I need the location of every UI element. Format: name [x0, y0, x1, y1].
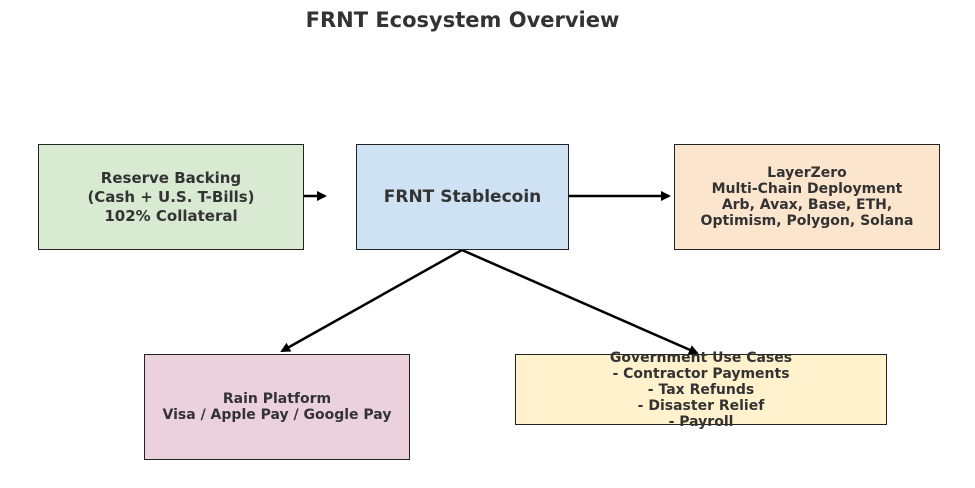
node-reserve-backing: Reserve Backing (Cash + U.S. T-Bills) 10…: [38, 144, 304, 250]
node-reserve-line-3: 102% Collateral: [104, 206, 238, 225]
node-rain-platform: Rain Platform Visa / Apple Pay / Google …: [144, 354, 410, 460]
node-government-line-4: - Disaster Relief: [637, 397, 765, 414]
node-government-use-cases: Government Use Cases - Contractor Paymen…: [515, 350, 887, 430]
node-frnt-stablecoin: FRNT Stablecoin: [356, 144, 569, 250]
node-layerzero-line-4: Optimism, Polygon, Solana: [700, 213, 914, 229]
edge-stablecoin-to-rain: [280, 248, 463, 353]
node-layerzero-line-3: Arb, Avax, Base, ETH,: [721, 197, 893, 213]
edge-stablecoin-to-government: [461, 248, 699, 355]
node-government-line-2: - Contractor Payments: [612, 365, 790, 382]
node-reserve-line-1: Reserve Backing: [100, 168, 242, 187]
node-rain-line-1: Rain Platform: [222, 391, 332, 407]
node-reserve-line-2: (Cash + U.S. T-Bills): [87, 187, 255, 206]
node-layerzero: LayerZero Multi-Chain Deployment Arb, Av…: [674, 144, 940, 250]
node-government-line-1: Government Use Cases: [609, 349, 793, 366]
node-layerzero-line-1: LayerZero: [767, 165, 847, 181]
node-rain-line-2: Visa / Apple Pay / Google Pay: [162, 407, 392, 423]
node-stablecoin-line-1: FRNT Stablecoin: [383, 187, 542, 207]
node-layerzero-line-2: Multi-Chain Deployment: [711, 181, 903, 197]
diagram-title: FRNT Ecosystem Overview: [305, 8, 620, 32]
node-government-line-5: - Payroll: [668, 413, 734, 430]
node-government-line-3: - Tax Refunds: [647, 381, 755, 398]
